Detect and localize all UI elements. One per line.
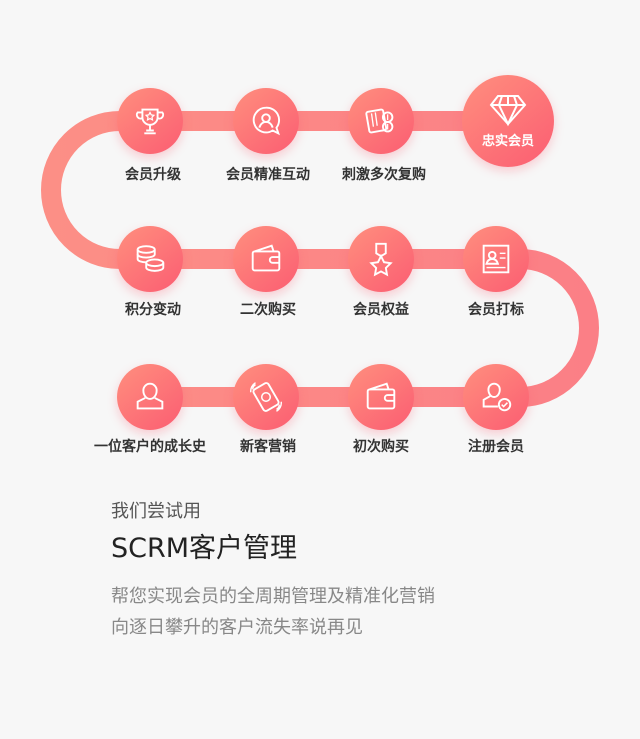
user-check-icon (482, 382, 512, 412)
chat-user-icon (252, 106, 281, 136)
step-precise-interaction (233, 88, 299, 154)
step-label: 新客营销 (240, 439, 296, 455)
step-points-change (117, 226, 183, 292)
cards-coins-icon (365, 108, 394, 134)
step-label: 忠实会员 (481, 134, 534, 149)
step-label: 会员精准互动 (226, 167, 310, 183)
step-label: 会员权益 (353, 302, 409, 318)
wallet-icon (251, 244, 281, 272)
coin-stack-icon (136, 245, 165, 272)
step-label: 会员打标 (468, 302, 524, 318)
step-new-customer-marketing (233, 364, 299, 430)
id-card-icon (482, 244, 510, 274)
wallet-icon (366, 382, 396, 410)
step-member-tagging (463, 226, 529, 292)
intro-subtitle: 我们尝试用 (111, 501, 201, 522)
phone-coin-icon (250, 382, 282, 412)
diamond-icon (489, 95, 527, 127)
step-loyal-member: 忠实会员 (462, 75, 554, 167)
intro-desc-line1: 帮您实现会员的全周期管理及精准化营销 (111, 586, 435, 607)
step-member-benefits (348, 226, 414, 292)
step-label: 注册会员 (468, 439, 524, 455)
step-label: 二次购买 (240, 302, 296, 318)
step-customer-history (117, 364, 183, 430)
step-member-upgrade (117, 88, 183, 154)
step-label: 会员升级 (125, 167, 181, 183)
step-repurchase (348, 88, 414, 154)
step-label: 刺激多次复购 (342, 167, 426, 183)
trophy-icon (135, 108, 165, 135)
step-label: 一位客户的成长史 (94, 439, 206, 455)
user-icon (136, 382, 164, 410)
step-first-purchase (348, 364, 414, 430)
medal-star-icon (369, 242, 393, 277)
step-second-purchase (233, 226, 299, 292)
step-label: 积分变动 (125, 302, 181, 318)
intro-desc-line2: 向逐日攀升的客户流失率说再见 (111, 617, 363, 638)
step-label: 初次购买 (353, 439, 409, 455)
step-register-member (463, 364, 529, 430)
growth-path-track (41, 111, 599, 407)
intro-title: SCRM客户管理 (111, 533, 298, 564)
